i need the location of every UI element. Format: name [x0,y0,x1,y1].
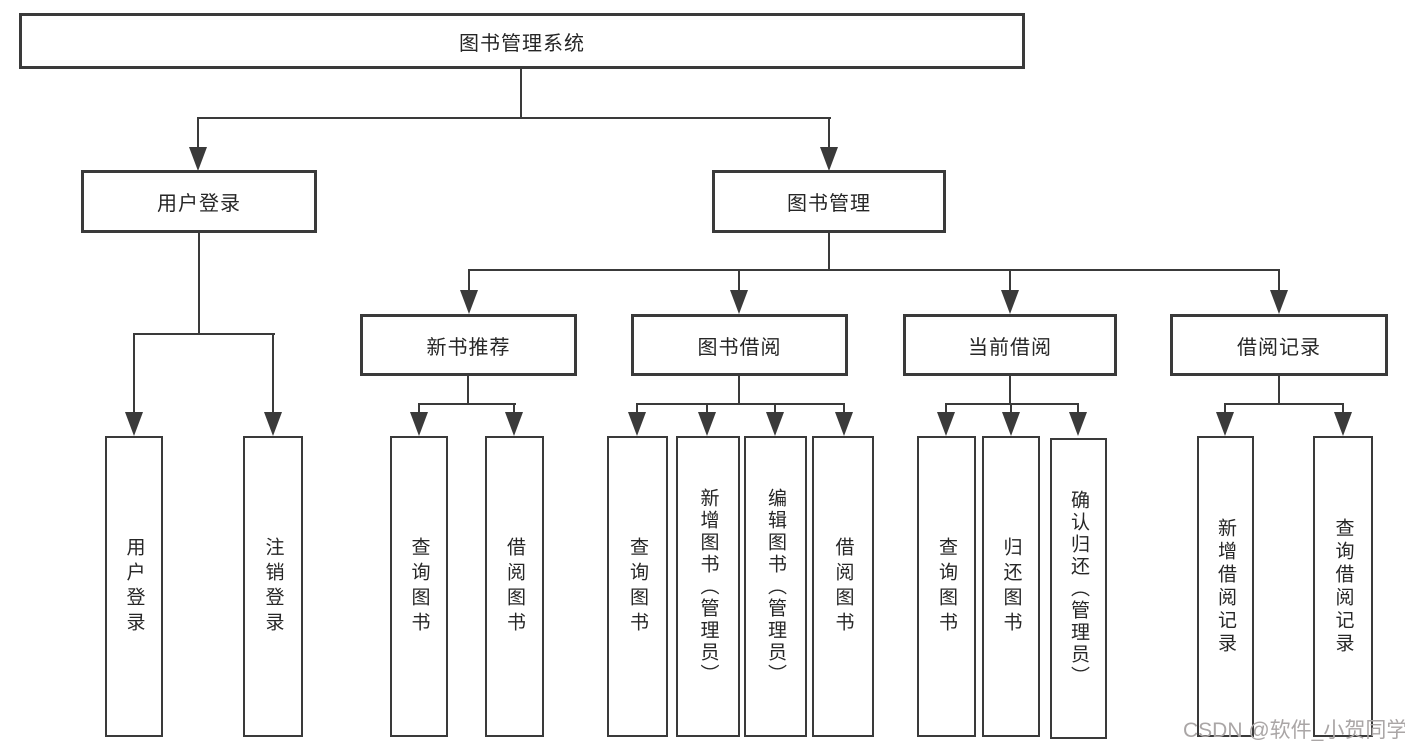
arrowhead-login-leaf2 [264,412,282,436]
connector-drop-book-borrow [738,269,741,293]
connector-mgmt-bar [468,269,1280,272]
leaf-edit-books-admin: 编辑图书（管理员） [744,436,807,737]
leaf-user-login: 用户登录 [105,436,163,737]
arrowhead-book-borrow [730,290,748,314]
connector-mgmt-stub [828,233,831,271]
leaf-query-borrow-record: 查询借阅记录 [1313,436,1373,737]
leaf-label: 查询图书 [936,536,957,637]
connector-drop-borrow-records [1278,269,1281,293]
leaf-add-books-admin: 新增图书（管理员） [676,436,740,737]
leaf-add-borrow-record: 新增借阅记录 [1197,436,1254,737]
leaf-logout: 注销登录 [243,436,303,737]
arrowhead-current-leaf2 [1002,412,1020,436]
connector-borrow-bar [636,403,845,406]
leaf-label: 借阅图书 [504,536,525,637]
connector-drop-borrow-leaf2 [706,403,709,416]
connector-drop-newbook-leaf1 [418,403,421,416]
leaf-return-books: 归还图书 [982,436,1040,737]
leaf-label: 新增图书（管理员） [697,487,719,686]
leaf-label: 借阅图书 [832,536,854,637]
node-current-borrow: 当前借阅 [903,314,1117,376]
arrowhead-borrow-leaf3 [766,412,784,436]
connector-drop-current-borrow [1009,269,1012,293]
connector-drop-newbook-leaf2 [513,403,516,416]
node-book-management: 图书管理 [712,170,946,233]
connector-borrow-stub [738,376,741,405]
connector-drop-current-leaf3 [1077,403,1080,416]
connector-drop-login-leaf1 [133,333,136,415]
leaf-label: 编辑图书（管理员） [765,487,786,686]
arrowhead-borrow-leaf1 [628,412,646,436]
connector-drop-records-leaf1 [1224,403,1227,416]
connector-login-bar [133,333,275,336]
arrowhead-user-login [189,147,207,171]
node-library-management-system: 图书管理系统 [19,13,1025,69]
arrowhead-borrow-leaf4 [835,412,853,436]
connector-current-stub [1009,376,1012,405]
connector-drop-records-leaf2 [1342,403,1345,416]
arrowhead-book-management [820,147,838,171]
connector-drop-borrow-leaf4 [843,403,846,416]
node-label: 借阅记录 [1237,336,1321,359]
leaf-newbook-query-books: 查询图书 [390,436,448,737]
connector-root-stub [520,69,523,118]
connector-drop-borrow-leaf1 [636,403,639,416]
leaf-label: 新增借阅记录 [1215,517,1236,656]
connector-newbook-bar [418,403,516,406]
arrowhead-borrow-records [1270,290,1288,314]
leaf-newbook-borrow-books: 借阅图书 [485,436,544,737]
leaf-label: 用户登录 [123,536,145,637]
node-label: 图书管理 [787,193,871,215]
connector-drop-borrow-leaf3 [774,403,777,416]
connector-drop-login-leaf2 [272,333,275,415]
connector-drop-current-leaf1 [945,403,948,416]
leaf-borrow-query-books: 查询图书 [607,436,668,737]
arrowhead-borrow-leaf2 [698,412,716,436]
leaf-label: 查询借阅记录 [1332,517,1354,656]
leaf-current-query-books: 查询图书 [917,436,976,737]
arrowhead-newbook-leaf2 [505,412,523,436]
node-user-login: 用户登录 [81,170,317,233]
connector-drop-book-management [828,117,831,151]
arrowhead-new-book [460,290,478,314]
connector-drop-current-leaf2 [1010,403,1013,416]
leaf-borrow-books: 借阅图书 [812,436,874,737]
leaf-label: 查询图书 [408,536,430,637]
arrowhead-records-leaf1 [1216,412,1234,436]
arrowhead-current-borrow [1001,290,1019,314]
node-book-borrow: 图书借阅 [631,314,848,376]
leaf-label: 确认归还（管理员） [1068,489,1089,688]
connector-records-stub [1278,376,1281,405]
node-new-book-recommend: 新书推荐 [360,314,577,376]
node-label: 新书推荐 [426,336,511,359]
arrowhead-records-leaf2 [1334,412,1352,436]
node-label: 图书管理系统 [459,32,585,55]
node-label: 图书借阅 [697,336,782,359]
leaf-label: 归还图书 [1000,536,1022,637]
leaf-label: 查询图书 [627,536,648,637]
connector-records-bar [1224,403,1344,406]
arrowhead-login-leaf1 [125,412,143,436]
connector-root-bar [197,117,831,120]
leaf-label: 注销登录 [262,536,284,637]
connector-drop-new-book [468,269,471,293]
leaf-confirm-return-admin: 确认归还（管理员） [1050,438,1107,739]
node-borrow-records: 借阅记录 [1170,314,1388,376]
csdn-watermark: CSDN @软件_小贺同学 [1183,719,1405,742]
connector-newbook-stub [467,376,470,405]
arrowhead-current-leaf3 [1069,412,1087,436]
arrowhead-newbook-leaf1 [410,412,428,436]
connector-drop-user-login [197,117,200,151]
node-label: 当前借阅 [968,336,1052,359]
arrowhead-current-leaf1 [937,412,955,436]
connector-login-stub [198,233,201,335]
node-label: 用户登录 [157,193,241,215]
